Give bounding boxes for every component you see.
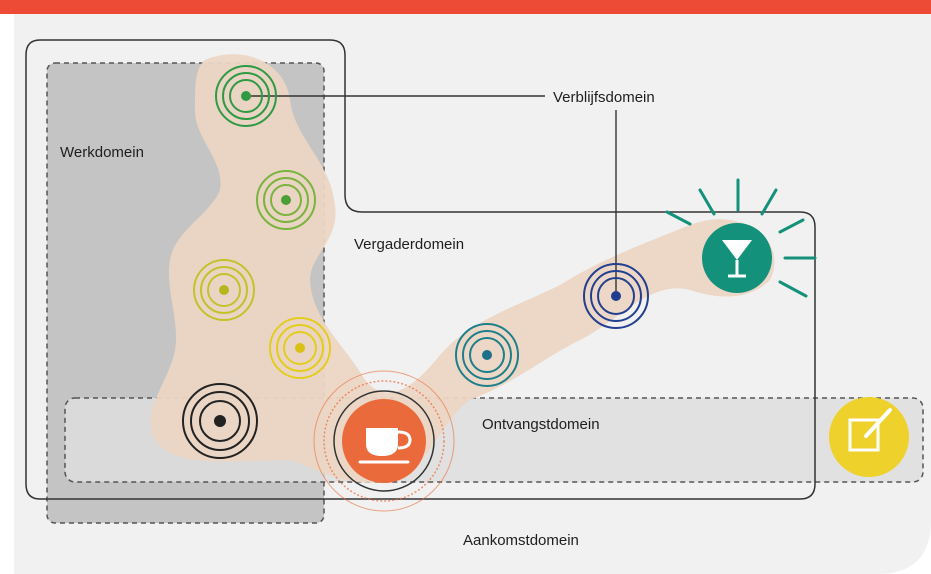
marker-teal <box>455 323 519 387</box>
ontvangstdomein-label: Ontvangstdomein <box>482 416 600 433</box>
top-accent-bar <box>0 0 931 14</box>
marker-light-green <box>256 170 316 230</box>
main-domain-outline <box>25 39 816 500</box>
werkdomein-label: Werkdomein <box>60 144 144 161</box>
marker-olive <box>193 259 255 321</box>
cocktail-glass-icon <box>665 178 817 298</box>
marker-green-top <box>215 65 277 127</box>
marker-blue <box>583 263 649 329</box>
sign-in-pen-icon <box>829 397 909 477</box>
marker-yellow <box>269 317 331 379</box>
coffee-cup-icon <box>313 370 455 512</box>
aankomstdomein-label: Aankomstdomein <box>463 532 579 549</box>
verblijfsdomein-label: Verblijfsdomein <box>553 89 655 106</box>
vergaderdomein-label: Vergaderdomein <box>354 236 464 253</box>
marker-black <box>182 383 258 459</box>
journey-path <box>150 54 775 483</box>
